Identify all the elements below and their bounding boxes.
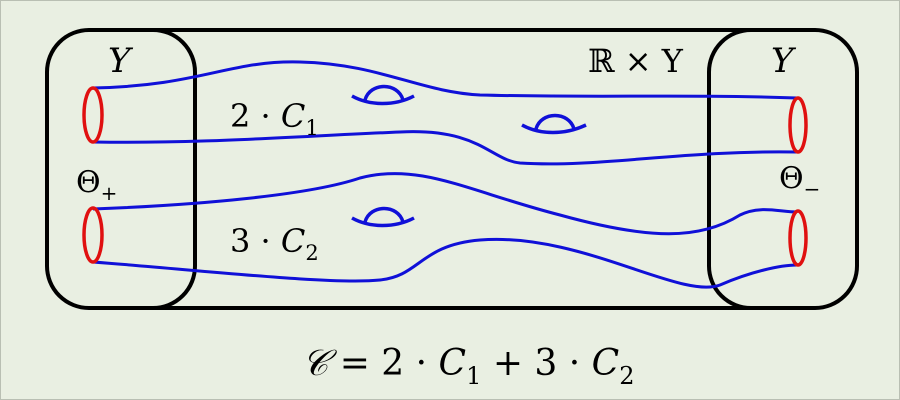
lower-component xyxy=(92,171,798,289)
lower-component-bottom-curve xyxy=(92,237,798,289)
upper-component xyxy=(92,60,798,166)
cylinder-outline xyxy=(128,28,772,310)
lower-component-top-curve xyxy=(92,171,798,236)
upper-component-label: 2 · C1 xyxy=(230,97,319,140)
lower-component-label: 3 · C2 xyxy=(230,222,319,265)
equation: 𝒞 = 2 · C1 + 3 · C2 xyxy=(302,343,635,390)
handle-upper-right xyxy=(521,113,587,135)
theta-minus-label: Θ− xyxy=(779,161,820,201)
handle-upper-left xyxy=(351,84,415,106)
orbit-right-lower xyxy=(788,209,808,267)
left-manifold-outline xyxy=(45,28,197,310)
right-manifold-label: Y xyxy=(771,41,797,81)
upper-component-top-curve xyxy=(92,60,798,100)
left-manifold-label: Y xyxy=(108,41,134,81)
cylinder-label: ℝ × Y xyxy=(588,42,684,80)
handle-lower xyxy=(351,206,415,228)
upper-component-bottom-curve xyxy=(92,130,798,166)
right-manifold-outline xyxy=(707,28,859,310)
left-orbits xyxy=(82,86,104,264)
orbit-left-upper xyxy=(82,86,104,144)
theta-plus-label: Θ+ xyxy=(76,165,117,205)
right-orbits xyxy=(788,96,808,267)
orbit-right-upper xyxy=(788,96,808,154)
orbit-left-lower xyxy=(82,206,104,264)
handles xyxy=(351,84,587,228)
